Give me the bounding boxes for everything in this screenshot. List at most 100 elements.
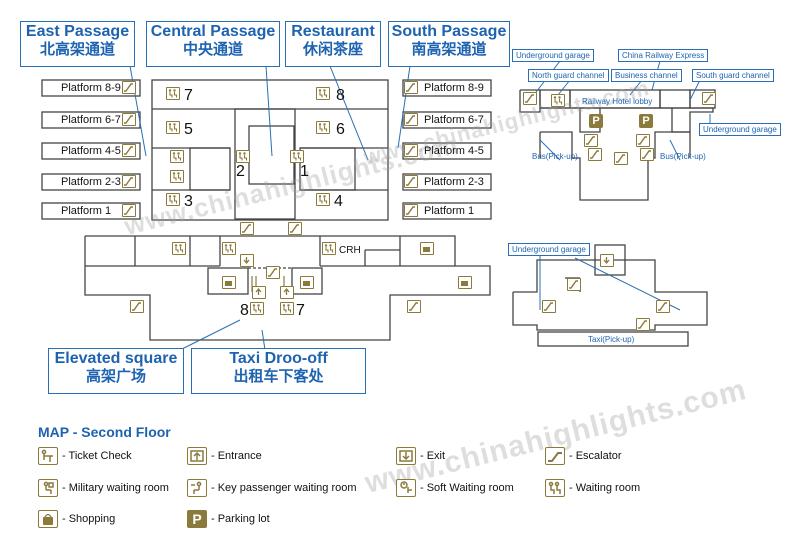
waiting-room-icon [316, 87, 330, 100]
waiting-room-icon [166, 87, 180, 100]
waiting-room-number: 4 [334, 193, 343, 210]
escalator-icon [240, 222, 254, 235]
callout-en: Taxi Droo-off [229, 350, 328, 367]
platform-label: Platform 1 [61, 205, 112, 217]
exit-icon [396, 447, 416, 465]
ticket-check-icon [322, 242, 336, 255]
callout-zh: 南高架通道 [411, 41, 487, 58]
legend-label: - Key passenger waiting room [211, 482, 357, 494]
legend-title: MAP - Second Floor [38, 424, 171, 440]
escalator-icon [542, 300, 556, 313]
ticket-check-icon [290, 150, 304, 163]
waiting-room-number: 5 [184, 121, 193, 138]
escalator-icon [122, 175, 136, 188]
escalator-icon [288, 222, 302, 235]
platform-label: Platform 6-7 [424, 114, 484, 126]
escalator-icon [404, 175, 418, 188]
callout-en: Restaurant [291, 23, 375, 40]
legend-label: - Waiting room [569, 482, 641, 494]
exit-icon [240, 254, 254, 267]
legend-label: - Entrance [211, 450, 262, 462]
platform-label: Platform 6-7 [61, 114, 121, 126]
soft-waiting-icon [170, 170, 184, 183]
legend-label: - Soft Waiting room [420, 482, 514, 494]
legend-label: - Exit [420, 450, 446, 462]
legend-item: - Ticket Check [38, 447, 132, 465]
platform-label: Platform 1 [424, 205, 475, 217]
underground-garage-label: Underground garage [512, 49, 594, 62]
military-waiting-icon [551, 94, 565, 107]
escalator-icon [122, 144, 136, 157]
south-guard-channel-label: South guard channel [692, 69, 774, 82]
elevated-square-callout: Elevated square 高架广场 [48, 348, 184, 394]
entrance-icon [280, 286, 294, 299]
restaurant-callout: Restaurant 休闲茶座 [285, 21, 381, 67]
legend-label: - Parking lot [211, 513, 270, 525]
ticket-check-icon [236, 150, 250, 163]
escalator-icon [122, 113, 136, 126]
callout-en: Central Passage [150, 23, 276, 40]
legend-item: - Escalator [545, 447, 622, 465]
escalator-icon [588, 148, 602, 161]
waiting-room-icon [166, 121, 180, 134]
waiting-room-number: 8 [336, 87, 345, 104]
military-waiting-icon [38, 479, 58, 497]
escalator-icon [404, 81, 418, 94]
waiting-room-icon [545, 479, 565, 497]
bus-pickup-label: Bus(Pick-up) [660, 152, 706, 161]
escalator-icon [266, 266, 280, 279]
platform-label: Platform 8-9 [61, 82, 121, 94]
legend-label: - Military waiting room [62, 482, 169, 494]
legend-item: - Key passenger waiting room [187, 479, 357, 497]
crh-label: CRH [339, 245, 361, 256]
callout-zh: 高架广场 [85, 368, 146, 385]
entrance-icon [187, 447, 207, 465]
legend-label: - Escalator [569, 450, 622, 462]
escalator-icon [130, 300, 144, 313]
callout-en: East Passage [25, 23, 130, 40]
legend-item: - Entrance [187, 447, 262, 465]
escalator-icon [656, 300, 670, 313]
parking-icon: P [639, 114, 653, 128]
waiting-room-icon [316, 193, 330, 206]
business-channel-label: Business channel [611, 69, 682, 82]
ticket-check-icon [250, 302, 264, 315]
waiting-room-number: 7 [296, 302, 305, 319]
escalator-icon [636, 134, 650, 147]
north-guard-channel-label: North guard channel [528, 69, 609, 82]
callout-en: Elevated square [54, 350, 178, 367]
shopping-icon [420, 242, 434, 255]
legend-item: - Shopping [38, 510, 115, 528]
escalator-icon [567, 278, 581, 291]
escalator-icon [404, 144, 418, 157]
legend-label: - Shopping [62, 513, 116, 525]
escalator-icon [636, 318, 650, 331]
waiting-room-number: 2 [236, 163, 245, 180]
south-passage-callout: South Passage 南高架通道 [388, 21, 510, 67]
escalator-icon [523, 92, 537, 105]
key-passenger-icon [187, 479, 207, 497]
escalator-icon [640, 148, 654, 161]
platform-label: Platform 2-3 [61, 176, 121, 188]
platform-label: Platform 2-3 [424, 176, 484, 188]
callout-zh: 出租车下客处 [233, 368, 324, 385]
ticket-check-icon [280, 302, 294, 315]
main-hall-outline [151, 79, 389, 221]
taxi-dropoff-callout: Taxi Droo-off 出租车下客处 [191, 348, 366, 394]
central-passage-callout: Central Passage 中央通道 [146, 21, 280, 67]
legend-label: - Ticket Check [62, 450, 132, 462]
ticket-check-icon [172, 242, 186, 255]
callout-zh: 北高架通道 [39, 41, 115, 58]
waiting-room-number: 7 [184, 87, 193, 104]
escalator-icon [407, 300, 421, 313]
key-passenger-icon [170, 150, 184, 163]
ticket-check-icon [38, 447, 58, 465]
waiting-room-icon [222, 242, 236, 255]
escalator-icon [404, 204, 418, 217]
taxi-pickup-label: Taxi(Pick-up) [588, 335, 635, 344]
entrance-icon [252, 286, 266, 299]
platform-label: Platform 4-5 [61, 145, 121, 157]
waiting-room-icon [166, 193, 180, 206]
escalator-icon [584, 134, 598, 147]
